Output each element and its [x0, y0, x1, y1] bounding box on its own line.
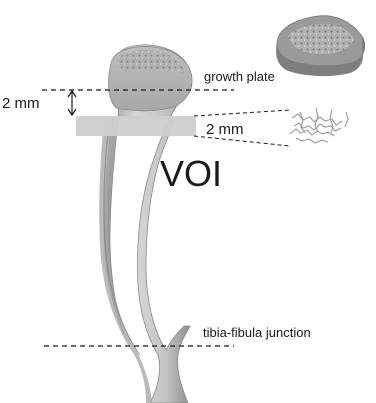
- voi-label: VOI: [160, 153, 222, 194]
- voi-box: [76, 116, 196, 136]
- offset-dimension-arrow: [68, 91, 76, 115]
- voi-height-label: 2 mm: [206, 121, 244, 138]
- tibia-bone-render: [99, 45, 192, 403]
- offset-dimension-label: 2 mm: [2, 95, 40, 112]
- trabecular-bone-voi-render: [290, 108, 348, 143]
- voi-top-line: [194, 110, 290, 116]
- growth-plate-label: growth plate: [204, 69, 275, 84]
- proximal-tibia-cross-section-render: [276, 16, 365, 76]
- tibia-fibula-junction-label: tibia-fibula junction: [203, 325, 311, 340]
